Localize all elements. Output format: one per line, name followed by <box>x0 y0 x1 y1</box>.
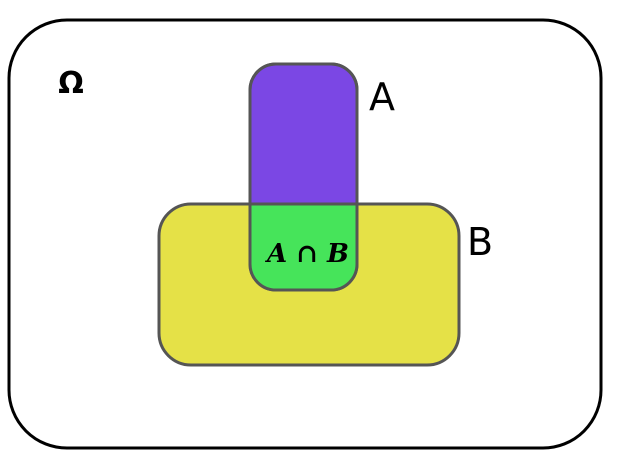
intersection-label: A ∩ B <box>264 239 349 269</box>
set-b-outline <box>250 202 357 290</box>
set-a-label: A <box>369 75 395 119</box>
set-a-outline <box>248 62 359 292</box>
universe-label: Ω <box>58 66 84 101</box>
intersection-region <box>250 204 357 290</box>
set-b-label: B <box>467 220 493 264</box>
